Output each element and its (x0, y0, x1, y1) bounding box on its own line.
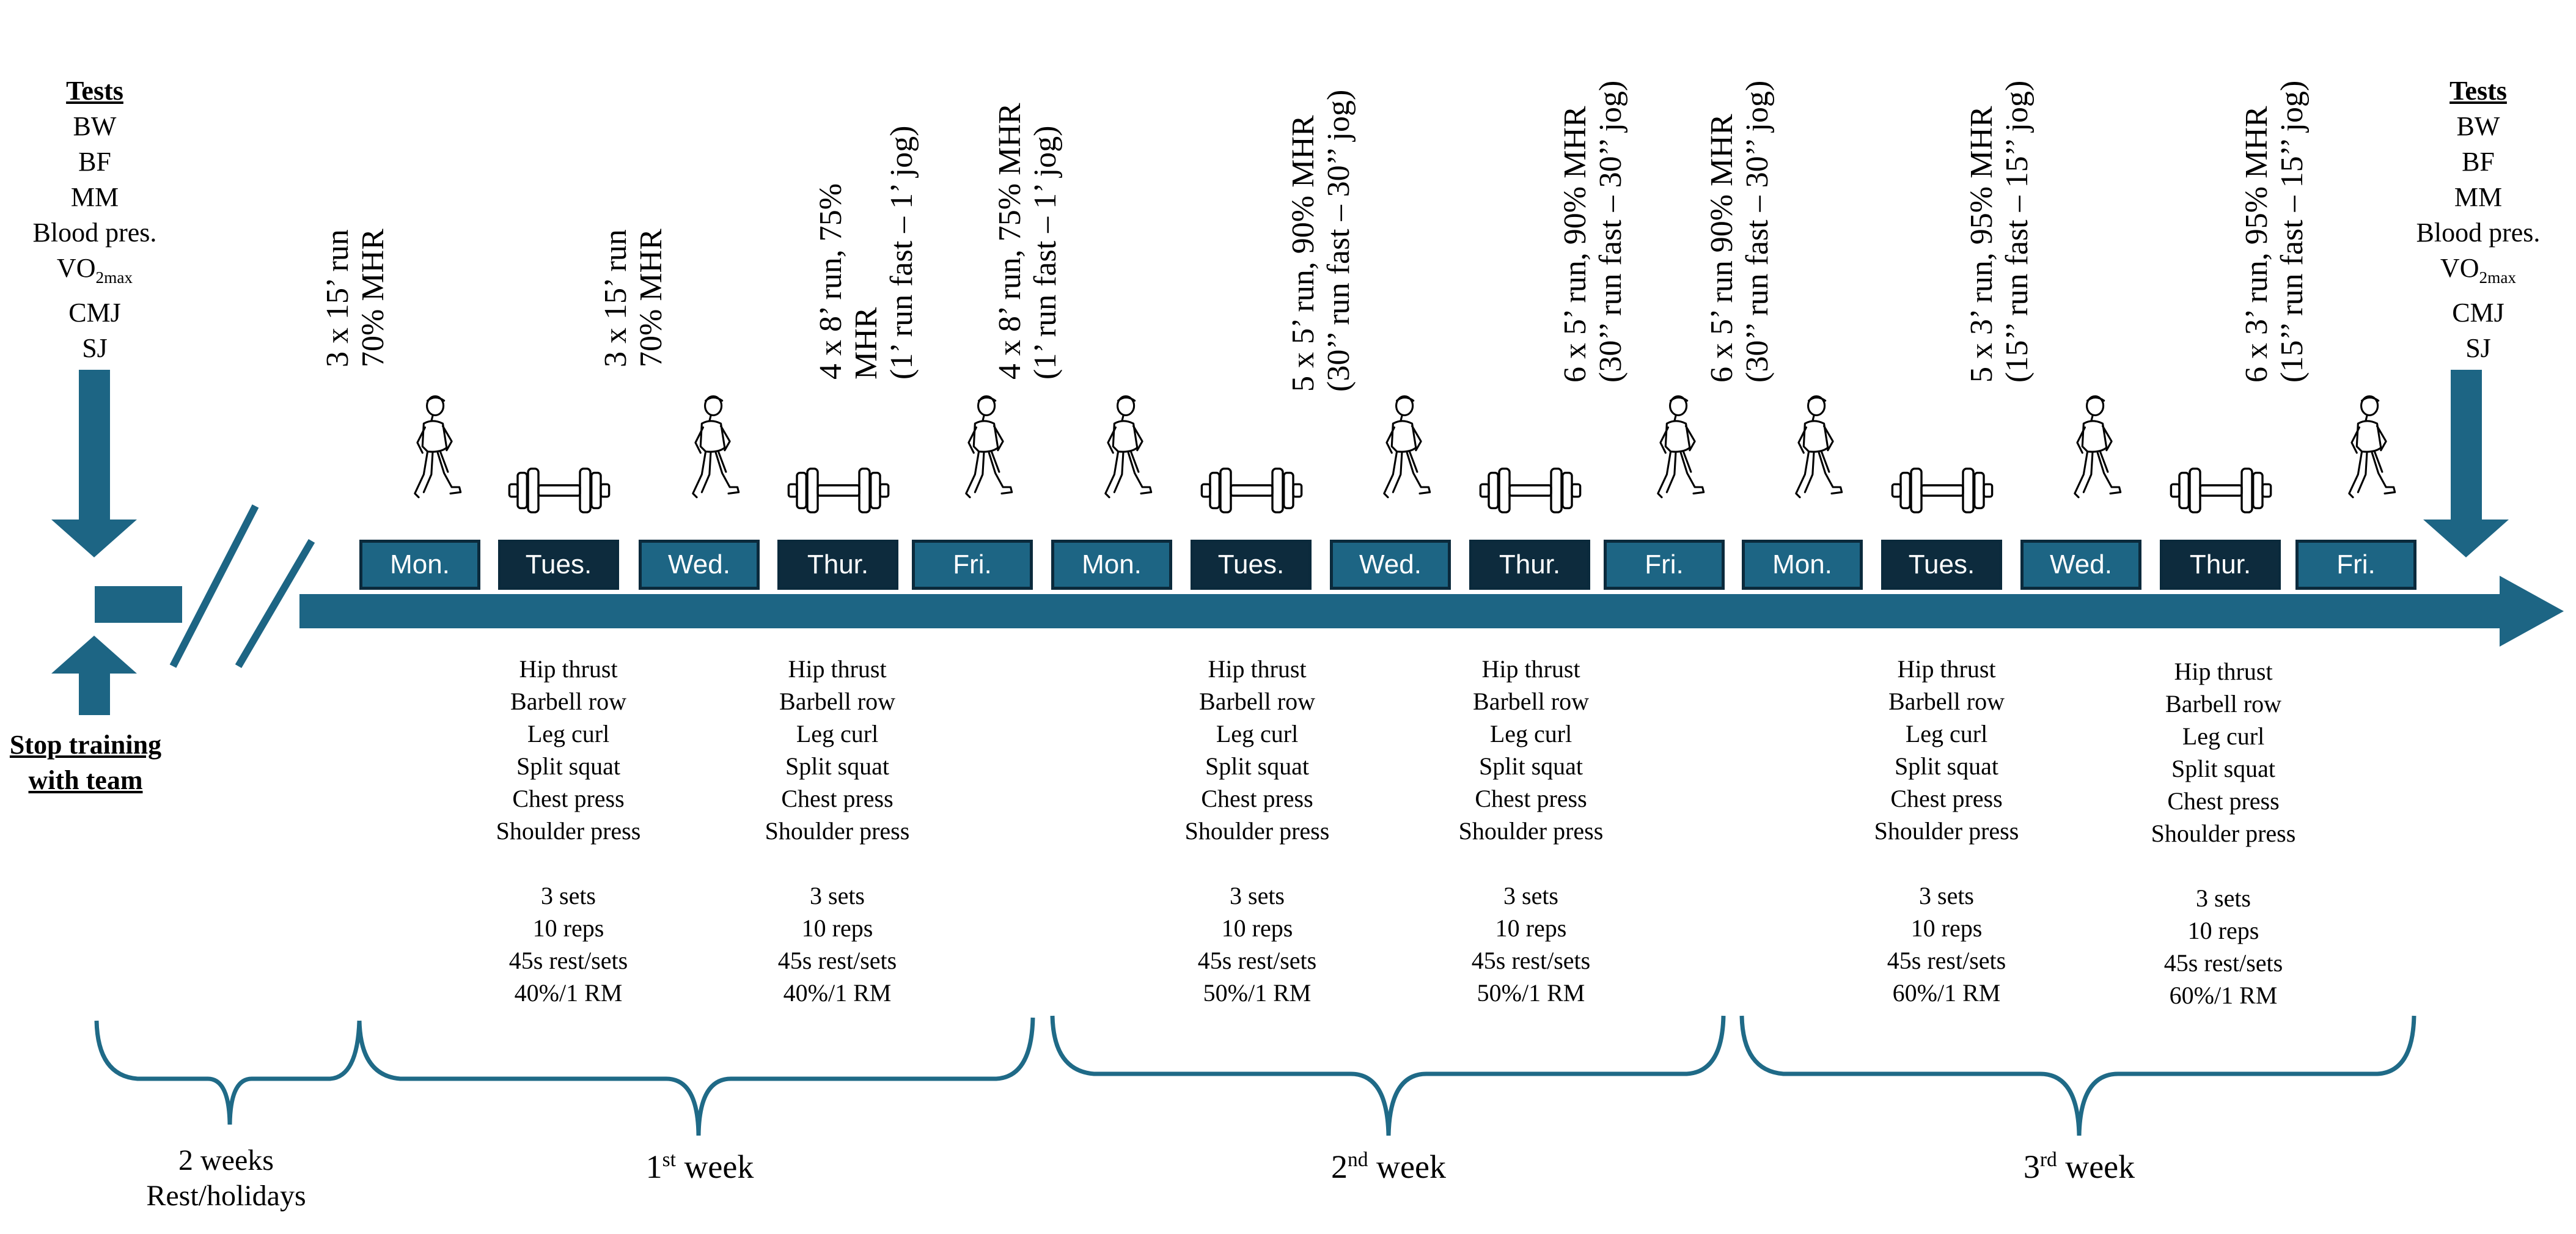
runner-icon (1657, 395, 1705, 499)
stop-training-label: Stop training with team (9, 730, 162, 795)
week-label-1: 1st week (645, 1148, 754, 1185)
runner-icon (1383, 395, 1431, 499)
tests-down-arrow-right (2423, 370, 2509, 557)
runner-icon (1104, 395, 1153, 499)
tests-left-title: Tests (66, 76, 123, 106)
runner-icon (2348, 395, 2396, 499)
test-mm: MM (2454, 182, 2503, 212)
brace-rest (94, 1020, 362, 1125)
dumbbell-icon (1479, 468, 1582, 513)
stop-segment (95, 586, 182, 623)
break-slash-2 (235, 538, 315, 669)
tests-left: Tests BW BF MM Blood pres. VO2max CMJ SJ (3, 73, 186, 366)
brace-week-2 (1050, 1015, 1726, 1136)
test-vo2max: VO2max (2440, 253, 2517, 287)
test-cmj: CMJ (68, 297, 121, 328)
runner-icon (2074, 395, 2122, 499)
test-vo2max: VO2max (56, 253, 133, 287)
test-blood-pressure: Blood pres. (2416, 218, 2541, 248)
dumbbell-icon (1200, 468, 1303, 513)
run-label-9: 6 x 3’ run, 95% MHR(15’’ run fast – 15’’… (2239, 80, 2310, 383)
day-box-7: Tues. (1191, 540, 1312, 590)
runner-icon (1795, 395, 1843, 499)
timeline-arrowhead (2500, 576, 2564, 647)
day-box-13: Wed. (2020, 540, 2141, 590)
session-icons (414, 395, 2396, 513)
dumbbell-icon (2170, 468, 2272, 513)
day-box-9: Thur. (1469, 540, 1590, 590)
brace-week-3 (1739, 1015, 2416, 1136)
day-box-15: Fri. (2295, 540, 2416, 590)
day-box-14: Thur. (2160, 540, 2281, 590)
break-slash-1 (169, 504, 259, 668)
day-box-8: Wed. (1330, 540, 1451, 590)
day-box-11: Mon. (1742, 540, 1863, 590)
week-label-2: 2nd week (1331, 1148, 1446, 1185)
day-box-1: Mon. (359, 540, 480, 590)
brace-week-1 (357, 1017, 1035, 1136)
stop-up-arrow (51, 636, 137, 715)
day-box-4: Thur. (777, 540, 898, 590)
day-box-3: Wed. (639, 540, 760, 590)
rest-period-label: 2 weeks Rest/holidays (146, 1144, 306, 1212)
day-box-12: Tues. (1881, 540, 2002, 590)
run-label-4: 4 x 8’ run, 75% MHR(1’ run fast – 1’ jog… (993, 103, 1063, 380)
test-mm: MM (70, 182, 119, 212)
test-sj: SJ (2465, 332, 2491, 363)
dumbbell-icon (1891, 468, 1994, 513)
tests-right-title: Tests (2449, 76, 2507, 106)
run-label-8: 5 x 3’ run, 95% MHR(15’’ run fast – 15’’… (1964, 80, 2035, 383)
runner-icon (965, 395, 1013, 499)
run-label-7: 6 x 5’ run 90% MHR(30’’ run fast – 30’’ … (1704, 80, 1775, 383)
test-cmj: CMJ (2452, 297, 2504, 328)
dumbbell-icon (787, 468, 890, 513)
runner-icon (692, 395, 740, 499)
day-box-2: Tues. (498, 540, 619, 590)
dumbbell-icon (508, 468, 611, 513)
day-box-6: Mon. (1051, 540, 1172, 590)
test-bf: BF (2462, 147, 2495, 177)
week-label-3: 3rd week (2023, 1148, 2135, 1185)
runner-icon (414, 395, 462, 499)
test-bw: BW (2456, 111, 2500, 141)
test-blood-pressure: Blood pres. (32, 218, 157, 248)
test-bf: BF (78, 147, 111, 177)
test-sj: SJ (82, 332, 108, 363)
test-bw: BW (73, 111, 117, 141)
day-box-5: Fri. (912, 540, 1033, 590)
tests-down-arrow-left (51, 370, 137, 557)
tests-right: Tests BW BF MM Blood pres. VO2max CMJ SJ (2387, 73, 2570, 366)
day-box-10: Fri. (1604, 540, 1725, 590)
timeline-bar (299, 594, 2512, 628)
